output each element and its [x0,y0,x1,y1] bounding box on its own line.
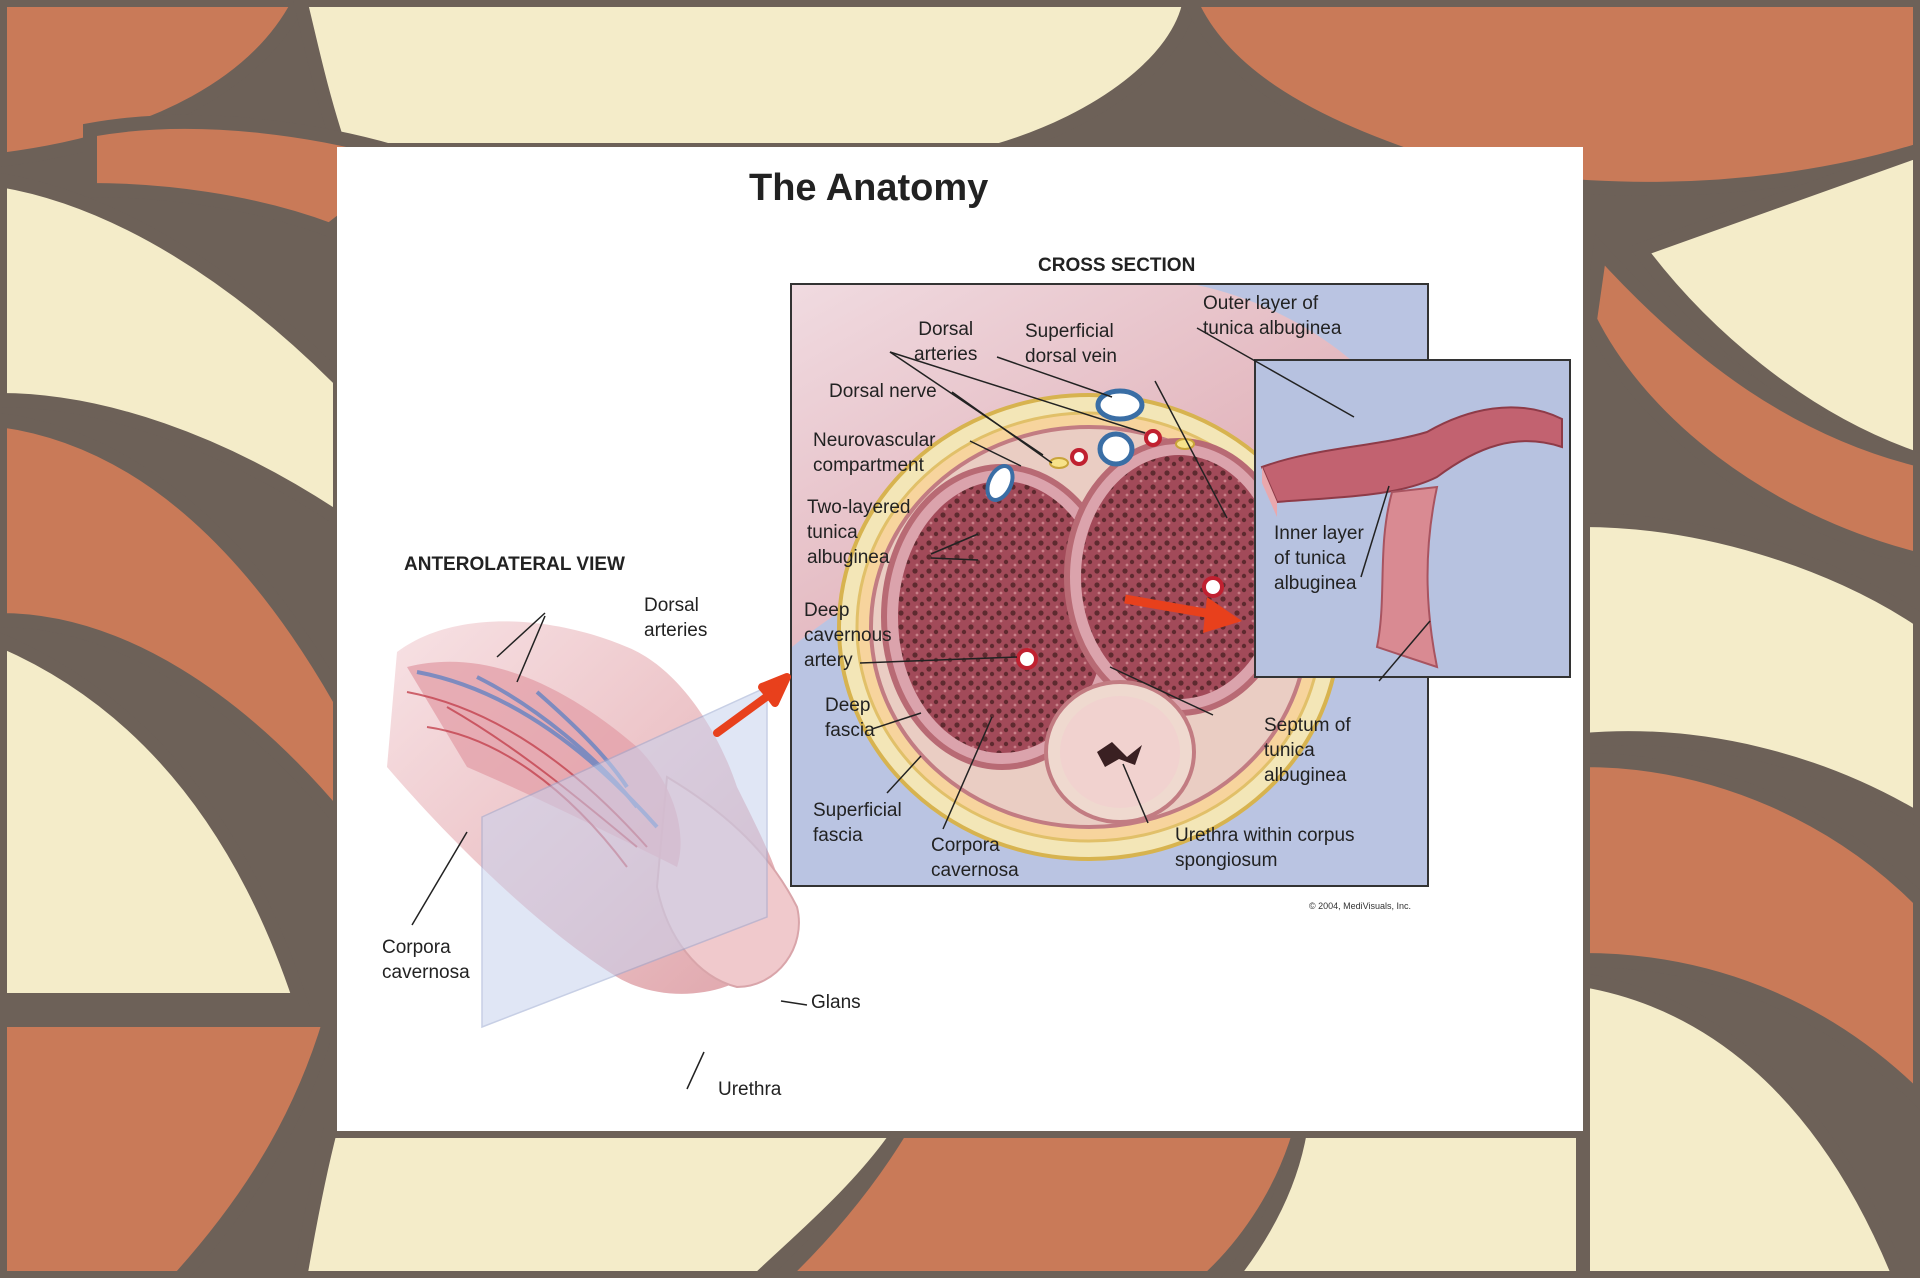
label-urethra: Urethra [718,1079,782,1100]
label-corpora-cavernosa-cross: Corpora cavernosa [931,835,1019,881]
label-dorsal-arteries-cross: Dorsal arteries [914,319,978,365]
anterolateral-illustration [387,621,800,1029]
label-neurovascular-compartment: Neurovascular compartment [813,430,936,476]
diagram-card: The Anatomy CROSS SECTION ANTEROLATERAL … [337,147,1583,1131]
label-dorsal-arteries-anterolateral: Dorsal arteries [644,595,708,641]
label-dorsal-nerve: Dorsal nerve [829,381,937,402]
label-corpora-cavernosa-anterolateral: Corpora cavernosa [382,937,470,983]
copyright-notice: © 2004, MediVisuals, Inc. [1309,901,1412,911]
label-outer-layer-tunica: Outer layer of tunica albuginea [1203,293,1342,339]
label-urethra-spongiosum: Urethra within corpus spongiosum [1175,825,1355,871]
label-inner-layer-tunica: Inner layer of tunica albuginea [1274,523,1364,594]
cross-section-heading: CROSS SECTION [1038,255,1196,276]
label-superficial-dorsal-vein: Superficial dorsal vein [1025,321,1117,367]
leader-lines [411,327,1431,1090]
label-deep-cavernous-artery: Deep cavernous artery [804,600,892,671]
label-two-layered-tunica: Two-layered tunica albuginea [807,497,911,568]
tunica-inset-panel [1254,359,1571,678]
page-title: The Anatomy [749,167,989,209]
label-septum-tunica: Septum of tunica albuginea [1264,715,1351,786]
diagram-illustration [387,283,1571,1090]
red-arrow-icon [713,673,791,737]
red-arrow-icon [1124,594,1242,633]
anterolateral-view-heading: ANTEROLATERAL VIEW [404,554,625,575]
label-glans: Glans [811,992,861,1013]
label-superficial-fascia: Superficial fascia [813,800,902,846]
label-deep-fascia: Deep fascia [825,695,875,741]
